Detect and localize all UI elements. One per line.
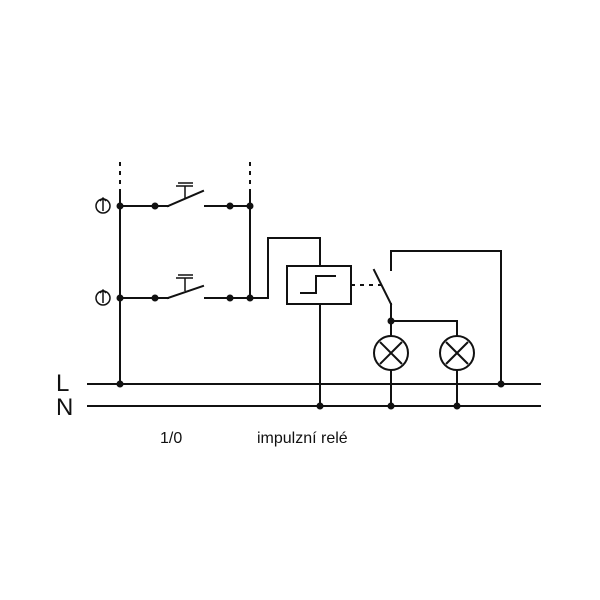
relay-control-wire: [249, 237, 321, 299]
upper-right-node: [246, 202, 254, 210]
switch-mode-caption: 1/0: [160, 430, 182, 447]
lamp-indicator-icon: [95, 288, 111, 306]
upper-left-node: [116, 202, 124, 210]
lamp-top-connection: [390, 320, 458, 337]
bus-label-n: N: [56, 394, 73, 421]
lower-pushbutton-branch: [95, 274, 254, 306]
relay-caption: impulzní relé: [257, 430, 348, 447]
upper-pushbutton-branch: [95, 182, 254, 214]
pushbutton-symbol-icon: [176, 274, 193, 291]
relay-neutral-node: [316, 402, 324, 410]
lamp-indicator-icon: [95, 196, 111, 214]
lower-left-node: [116, 294, 124, 302]
relay-coil-symbol-icon: [286, 265, 352, 305]
lamp-1-neutral-node: [387, 402, 395, 410]
relay-supply-node: [497, 380, 505, 388]
relay-supply-wire: [390, 250, 502, 385]
bus-label-l: L: [56, 370, 69, 397]
pushbutton-symbol-icon: [176, 182, 193, 199]
left-l-junction: [116, 380, 124, 388]
lower-switch-blade: [166, 284, 205, 300]
lamp-cross-icon: [373, 335, 409, 371]
lamp-cross-icon: [439, 335, 475, 371]
relay-contact-blade: [372, 268, 393, 306]
lamp-2-neutral-node: [453, 402, 461, 410]
